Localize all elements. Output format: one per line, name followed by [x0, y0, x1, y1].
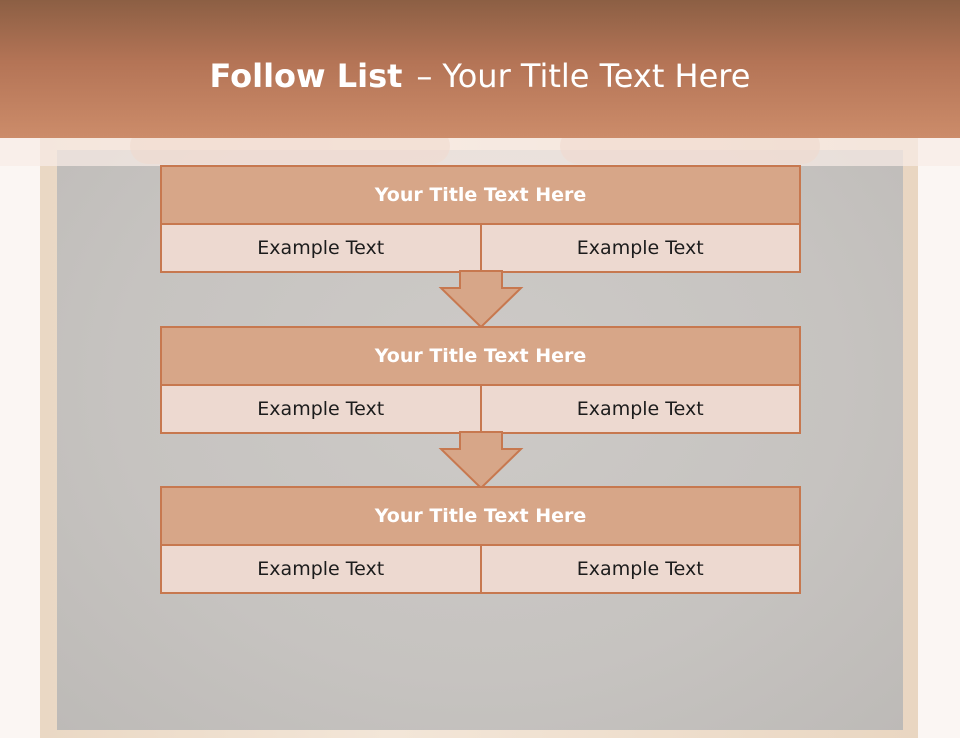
block-cell-left: Example Text — [257, 237, 385, 259]
down-arrow-icon — [438, 270, 524, 329]
title-rest: Your Title Text Here — [442, 57, 751, 95]
translucent-band — [0, 138, 960, 166]
block-cell-right: Example Text — [479, 386, 800, 432]
block-cell-right: Example Text — [479, 546, 800, 592]
block-cell-left: Example Text — [257, 558, 385, 580]
down-arrow-icon — [438, 431, 524, 490]
block-cell-right: Example Text — [479, 225, 800, 271]
follow-block-2: Your Title Text Here Example Text Exampl… — [160, 326, 801, 434]
follow-block-3: Your Title Text Here Example Text Exampl… — [160, 486, 801, 594]
slide-title: Follow List–Your Title Text Here — [0, 54, 960, 98]
block-title: Your Title Text Here — [162, 328, 799, 386]
block-title: Your Title Text Here — [162, 488, 799, 546]
block-row: Example Text Example Text — [162, 546, 799, 592]
block-row: Example Text Example Text — [162, 225, 799, 271]
block-title: Your Title Text Here — [162, 167, 799, 225]
block-row: Example Text Example Text — [162, 386, 799, 432]
title-bar: Follow List–Your Title Text Here — [0, 0, 960, 138]
title-dash: – — [416, 57, 433, 95]
title-bold: Follow List — [209, 57, 403, 95]
block-cell-left: Example Text — [257, 398, 385, 420]
follow-block-1: Your Title Text Here Example Text Exampl… — [160, 165, 801, 273]
